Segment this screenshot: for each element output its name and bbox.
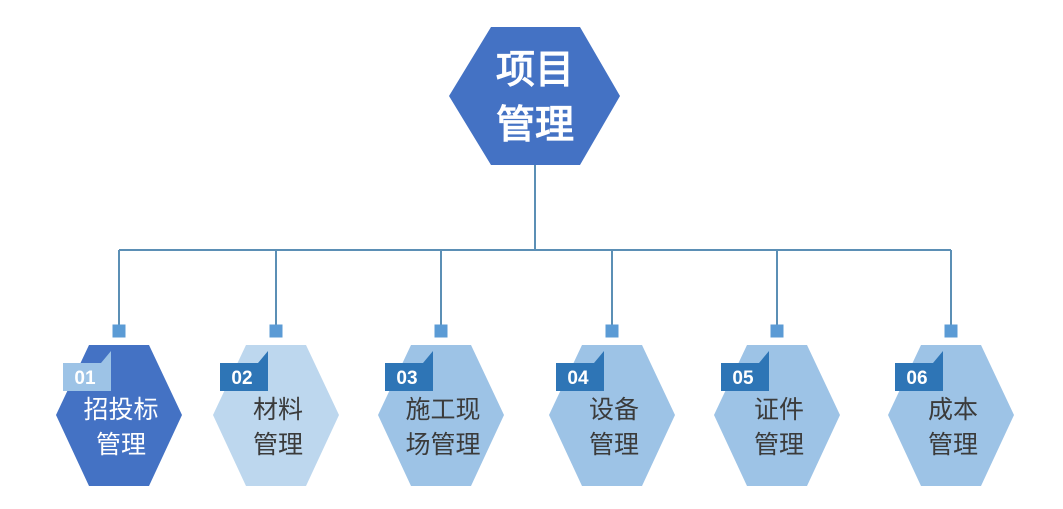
number-tab	[385, 351, 433, 391]
node-label-line: 管理	[928, 430, 978, 459]
node-number: 05	[732, 368, 754, 389]
connector-square	[944, 324, 958, 338]
node-label-line: 场管理	[405, 430, 480, 459]
node-label-line: 招投标	[83, 395, 158, 424]
node-label-line: 证件	[754, 395, 804, 424]
node-number: 06	[906, 368, 927, 389]
node-label-line: 材料	[253, 395, 303, 424]
number-tab	[721, 351, 769, 391]
node-number: 01	[74, 368, 96, 389]
number-tab	[556, 351, 604, 391]
node-label-line: 管理	[253, 430, 303, 459]
node-number: 02	[231, 368, 252, 389]
node-label-line: 设备	[589, 395, 639, 424]
node-label-line: 管理	[589, 430, 639, 459]
node-label-line: 管理	[754, 430, 804, 459]
number-tab	[63, 351, 111, 391]
connector-square	[770, 324, 784, 338]
node-number: 03	[396, 368, 417, 389]
connector-square	[605, 324, 619, 338]
root-hexagon	[449, 27, 620, 165]
node-label-line: 成本	[928, 395, 978, 424]
root-node: 项目 管理	[449, 27, 620, 165]
node-number: 04	[567, 368, 589, 389]
root-label-line-1: 项目	[496, 48, 574, 93]
connector-square	[434, 324, 448, 338]
root-label-line-2: 管理	[496, 103, 574, 148]
number-tab	[220, 351, 268, 391]
node-label-line: 施工现	[405, 395, 480, 424]
connector-square	[269, 324, 283, 338]
connector-square	[112, 324, 126, 338]
number-tab	[895, 351, 943, 391]
connector-lines	[118, 165, 952, 325]
node-label-line: 管理	[96, 430, 146, 459]
